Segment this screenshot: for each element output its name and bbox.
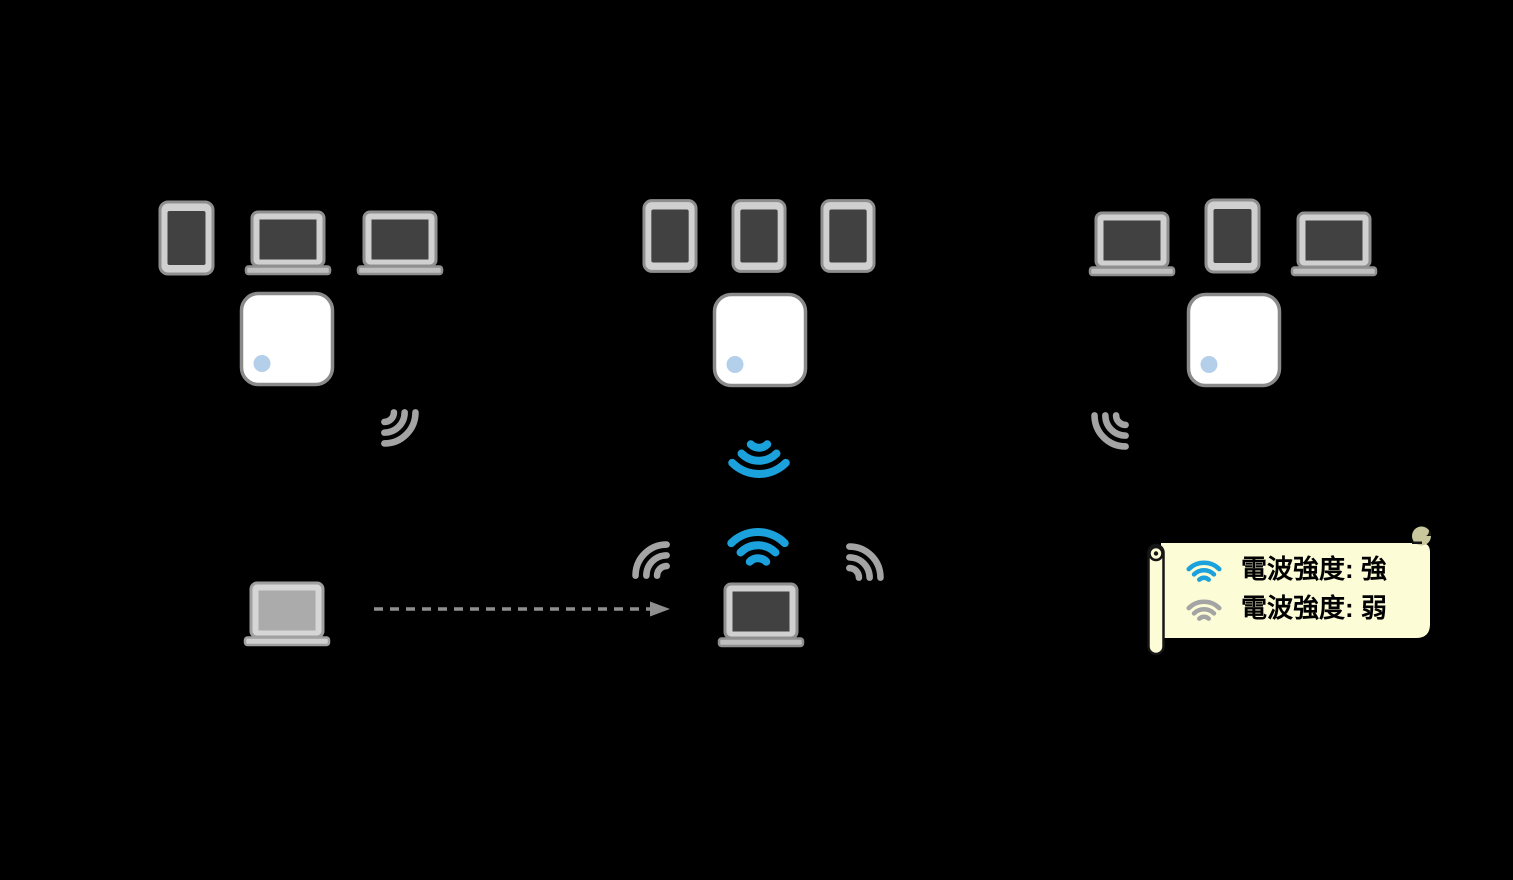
roaming-laptop-icon bbox=[717, 582, 805, 648]
tablet-icon bbox=[158, 200, 215, 276]
legend-item-strong: 電波強度: 強 bbox=[1181, 552, 1387, 586]
wifi-weak-icon bbox=[839, 540, 887, 588]
laptop-icon bbox=[244, 210, 332, 276]
wifi-strong-icon bbox=[1181, 552, 1227, 586]
wifi-weak-icon bbox=[1181, 591, 1227, 625]
tablet-icon bbox=[1204, 198, 1261, 274]
legend-scroll bbox=[1147, 525, 1431, 656]
tablet-icon bbox=[820, 199, 876, 273]
wifi-weak-icon bbox=[629, 538, 677, 586]
wifi-strong-icon bbox=[731, 532, 785, 562]
access-point-icon bbox=[712, 292, 808, 388]
ghost-laptop-icon bbox=[243, 581, 331, 647]
scroll-curl-icon bbox=[1412, 526, 1431, 546]
tablet-icon bbox=[642, 199, 698, 273]
access-point-icon bbox=[239, 291, 335, 387]
roaming-arrow bbox=[374, 601, 670, 617]
laptop-icon bbox=[1290, 211, 1378, 277]
legend-item-weak: 電波強度: 弱 bbox=[1181, 591, 1387, 625]
laptop-icon bbox=[1088, 211, 1176, 277]
access-point-icon bbox=[1186, 292, 1282, 388]
legend-label: 電波強度: 弱 bbox=[1241, 593, 1387, 623]
laptop-icon bbox=[356, 210, 444, 276]
wifi-strong-icon bbox=[732, 444, 786, 474]
legend-label: 電波強度: 強 bbox=[1241, 554, 1387, 584]
wifi-weak-icon bbox=[1088, 405, 1136, 453]
wifi-weak-icon bbox=[374, 402, 422, 450]
tablet-icon bbox=[731, 199, 787, 273]
scroll-edge bbox=[1147, 543, 1165, 656]
